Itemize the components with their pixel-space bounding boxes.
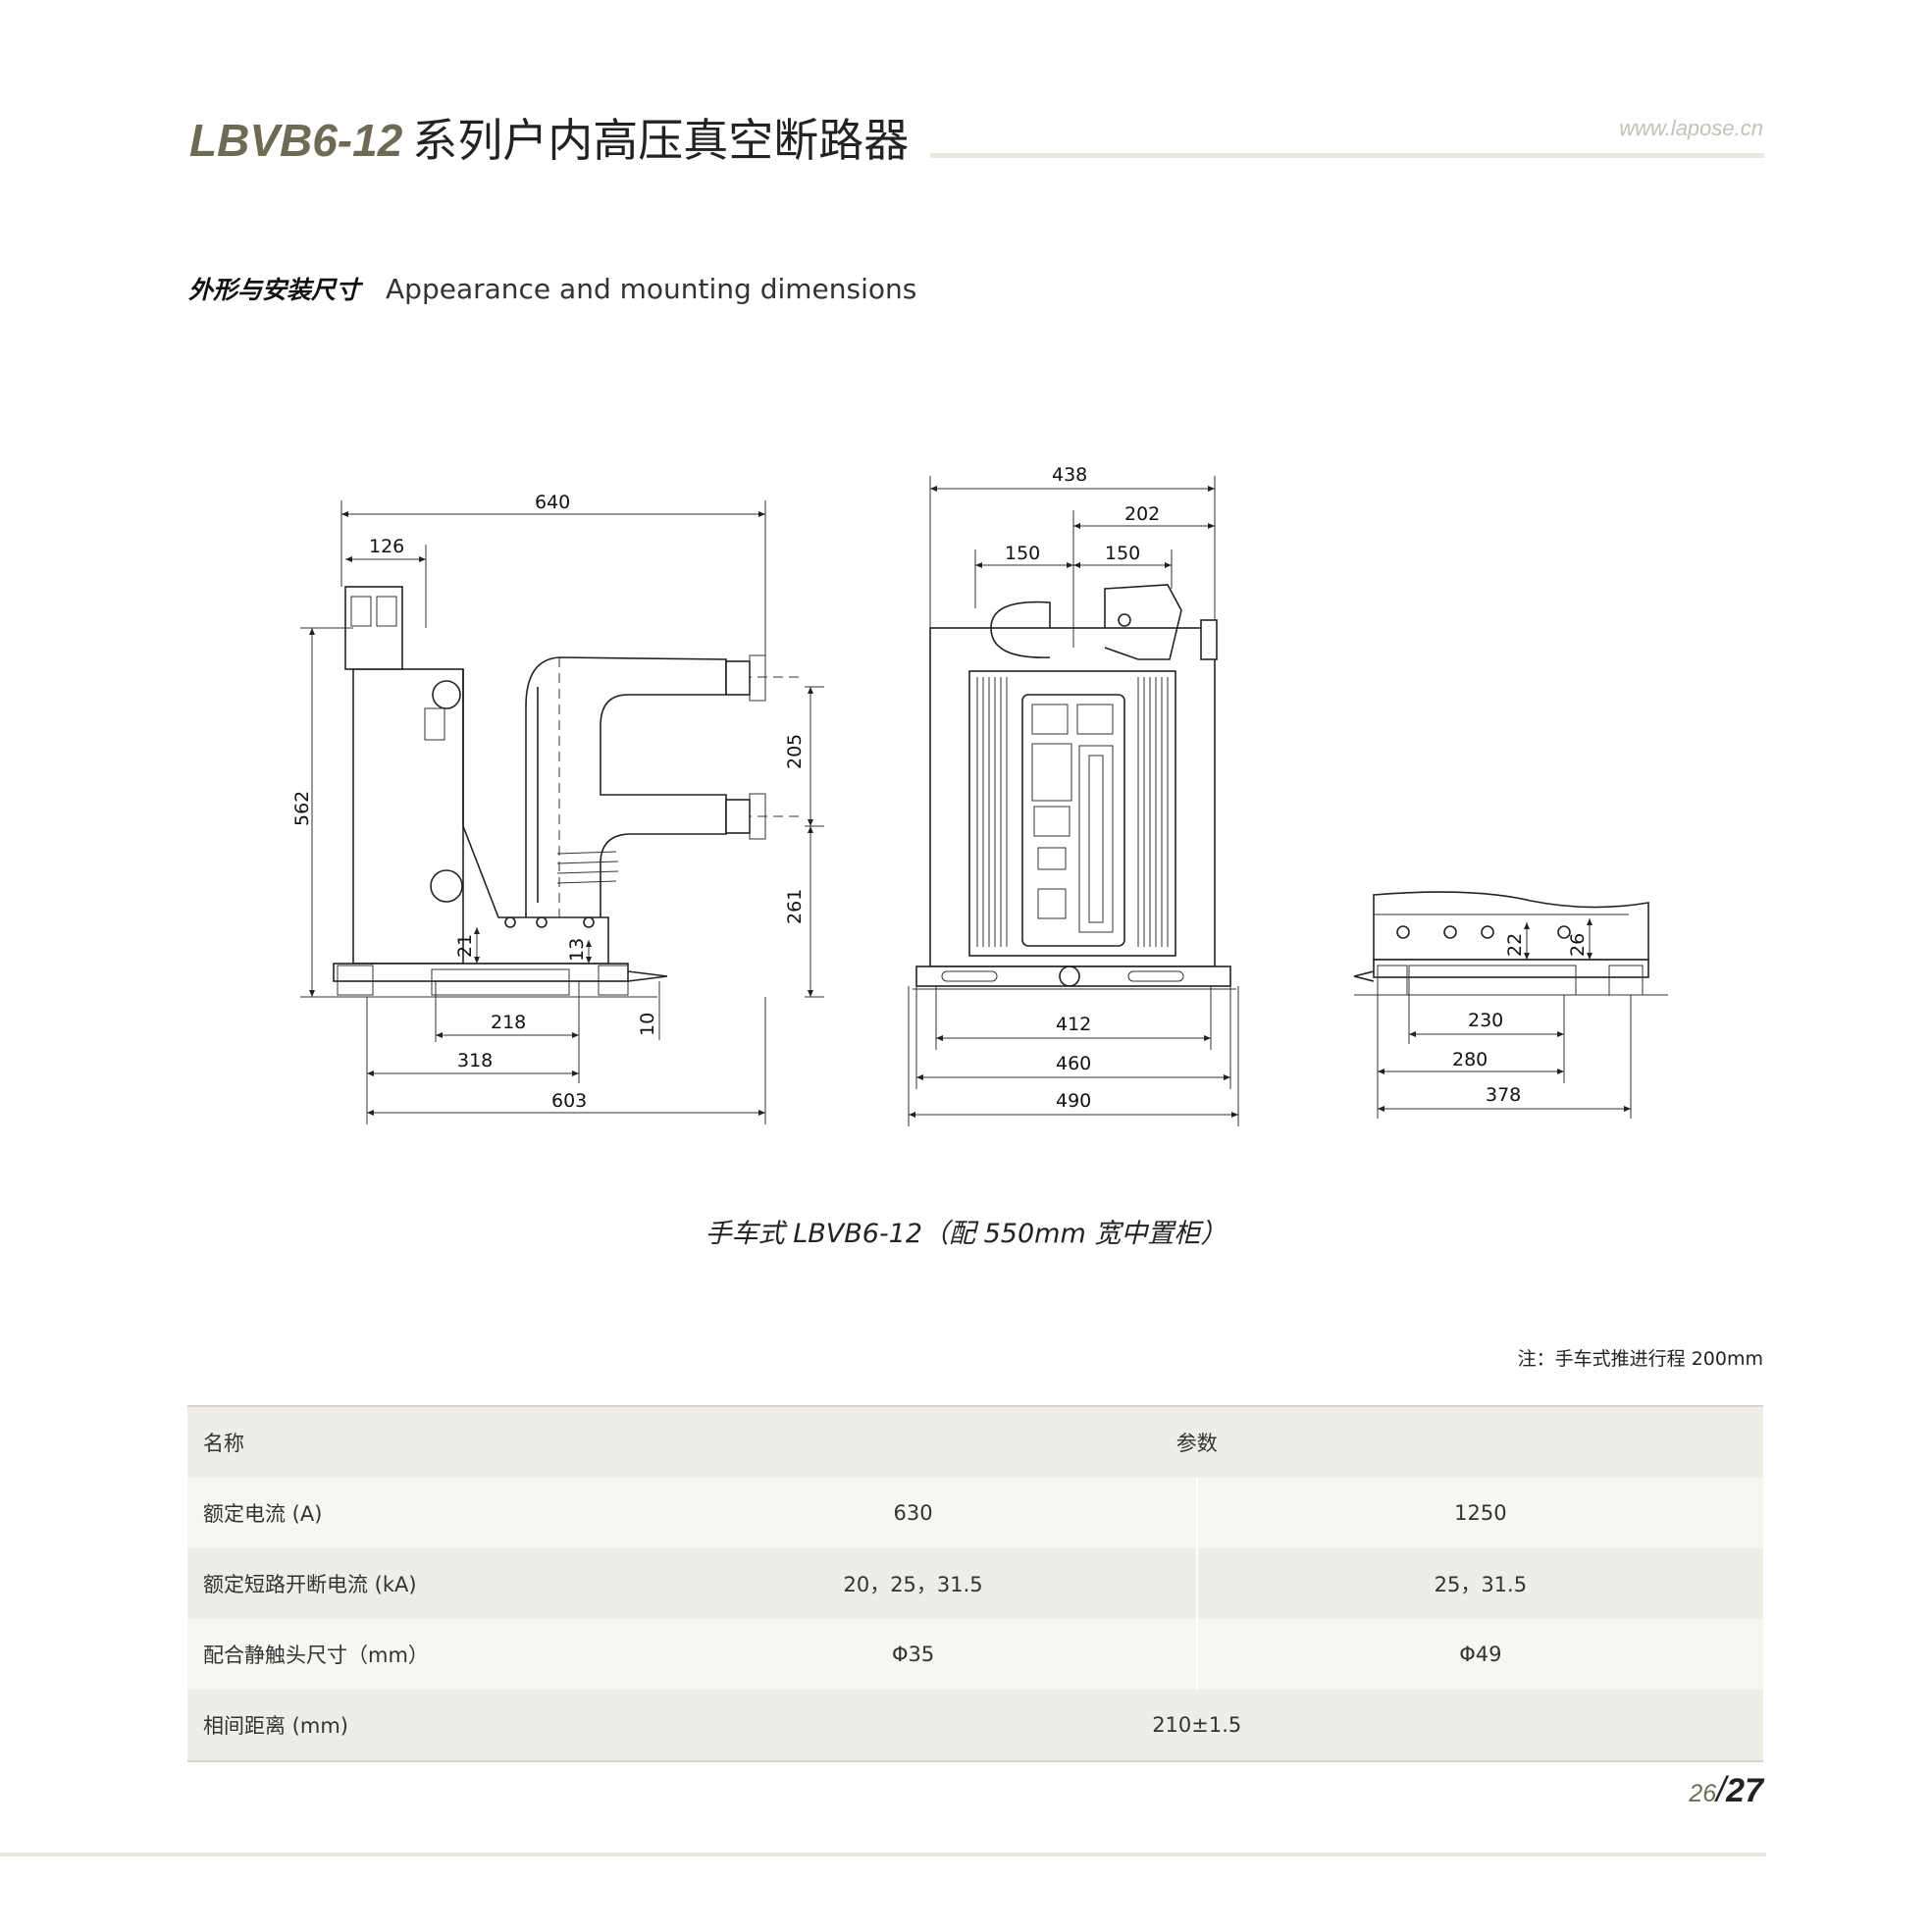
table-row: 额定电流 (A) 630 1250: [187, 1478, 1763, 1548]
dim-trolley-378: 378: [1486, 1084, 1521, 1106]
page-separator: /: [1716, 1769, 1727, 1809]
row-value-2: Φ49: [1459, 1643, 1502, 1666]
dim-trolley-26: 26: [1567, 933, 1589, 957]
dim-trolley-280: 280: [1452, 1049, 1488, 1070]
row-value-1: Φ35: [630, 1619, 1198, 1690]
dim-side-562: 562: [291, 791, 313, 826]
row-value-2: 1250: [1454, 1501, 1507, 1525]
dim-front-490: 490: [1056, 1090, 1091, 1112]
row-value-1: 20，25，31.5: [630, 1548, 1198, 1619]
dim-side-205: 205: [784, 734, 806, 769]
row-value-2: 25，31.5: [1434, 1573, 1528, 1596]
website-url[interactable]: www.lapose.cn: [1619, 116, 1763, 140]
front-view-drawing: 438 202 150 150 412 460 490: [908, 464, 1239, 1126]
model-name: LBVB6-12: [189, 115, 403, 166]
dim-front-150-b: 150: [1105, 543, 1140, 564]
row-value: 210±1.5: [1152, 1713, 1242, 1737]
dim-front-460: 460: [1056, 1053, 1091, 1074]
dim-side-640: 640: [535, 492, 570, 513]
dim-front-438: 438: [1052, 464, 1087, 486]
section-title-cn: 外形与安装尺寸: [188, 276, 361, 304]
table-row: 配合静触头尺寸（mm） Φ35 Φ49: [187, 1619, 1763, 1690]
dim-front-412: 412: [1056, 1014, 1091, 1035]
dim-side-318: 318: [457, 1050, 493, 1071]
section-heading: 外形与安装尺寸 Appearance and mounting dimension…: [188, 271, 916, 306]
dim-side-21: 21: [454, 934, 476, 958]
row-value-1: 630: [630, 1478, 1198, 1548]
page-current: 26: [1689, 1780, 1717, 1807]
parameters-table: 名称 参数 额定电流 (A) 630 1250 额定短路开断电流 (kA) 20…: [187, 1405, 1763, 1762]
dim-trolley-230: 230: [1468, 1010, 1503, 1031]
dim-side-13: 13: [566, 938, 588, 962]
row-label: 相间距离 (mm): [203, 1714, 348, 1738]
drawing-caption: 手车式 LBVB6-12（配 550mm 宽中置柜）: [705, 1219, 1227, 1249]
side-view-drawing: 640 126 562 205 261 21 13 218 318 603 10: [291, 492, 824, 1124]
dim-side-126: 126: [369, 536, 404, 557]
footer-divider: [0, 1853, 1766, 1856]
table-row: 额定短路开断电流 (kA) 20，25，31.5 25，31.5: [187, 1548, 1763, 1619]
row-label: 配合静触头尺寸（mm）: [203, 1644, 429, 1667]
table-row: 相间距离 (mm) 210±1.5: [187, 1690, 1763, 1761]
dim-front-202: 202: [1124, 503, 1160, 525]
dim-side-603: 603: [551, 1090, 587, 1112]
page-number: 26/27: [1689, 1769, 1763, 1810]
table-header-row: 名称 参数: [187, 1406, 1763, 1478]
header-param: 参数: [1175, 1432, 1218, 1455]
series-name: 系列户内高压真空断路器: [412, 114, 910, 167]
header-divider: [930, 153, 1764, 158]
dim-side-10: 10: [637, 1013, 658, 1036]
dim-side-218: 218: [491, 1012, 526, 1033]
section-title-en: Appearance and mounting dimensions: [386, 273, 917, 305]
trolley-view-drawing: 22 26 230 280 378: [1353, 891, 1668, 1119]
page-total: 27: [1726, 1772, 1763, 1809]
dim-trolley-22: 22: [1504, 933, 1526, 957]
dim-side-261: 261: [784, 889, 806, 924]
header-name: 名称: [203, 1432, 244, 1455]
row-label: 额定短路开断电流 (kA): [203, 1573, 417, 1596]
dim-front-150-a: 150: [1005, 543, 1040, 564]
row-label: 额定电流 (A): [203, 1502, 323, 1526]
travel-note: 注：手车式推进行程 200mm: [1517, 1348, 1763, 1370]
